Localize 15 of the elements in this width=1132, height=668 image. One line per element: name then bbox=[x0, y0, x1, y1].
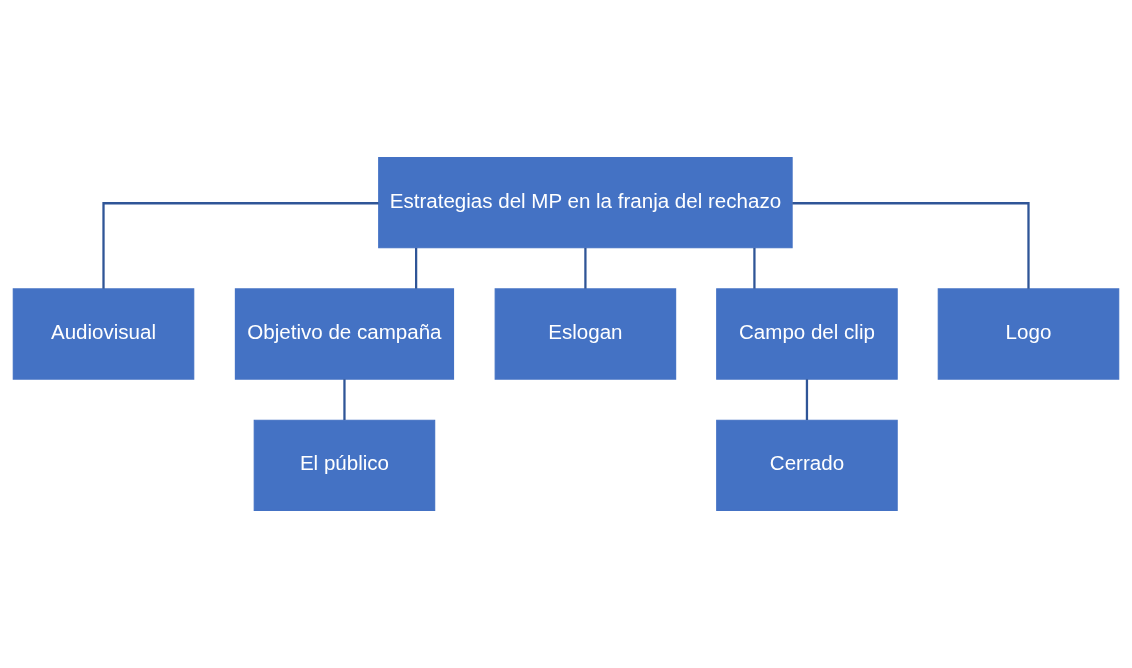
node-box: Audiovisual bbox=[12, 288, 195, 380]
connector bbox=[753, 247, 756, 289]
node-box: Estrategias del MP en la franja del rechazo bbox=[378, 157, 793, 249]
node-box: Logo bbox=[937, 288, 1120, 380]
node-box: Campo del clip bbox=[716, 288, 898, 380]
connector bbox=[805, 379, 809, 421]
connector bbox=[584, 247, 587, 289]
node-box: Objetivo de campaña bbox=[234, 288, 455, 380]
node-box: El público bbox=[253, 419, 436, 511]
node-box: Cerrado bbox=[716, 419, 898, 511]
connector bbox=[102, 202, 379, 289]
node-box: Eslogan bbox=[494, 288, 677, 380]
connector bbox=[792, 202, 1030, 289]
connector bbox=[343, 379, 346, 421]
connector bbox=[415, 247, 418, 289]
